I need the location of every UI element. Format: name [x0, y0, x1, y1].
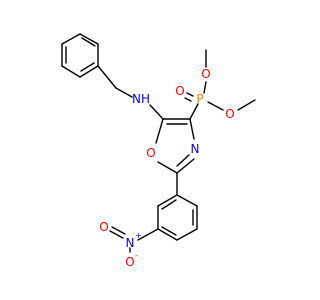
bond — [176, 158, 195, 174]
bond — [157, 194, 178, 207]
atom-o-ring: O — [146, 146, 155, 160]
bond-layer — [61, 33, 256, 253]
bond — [207, 101, 224, 111]
bond — [203, 81, 207, 94]
atom-n-nitro: N — [126, 236, 135, 250]
atom-o-methoxy-upper: O — [201, 67, 210, 81]
molecule-structure: NH N O P O O O N O O + - — [0, 0, 300, 300]
bond — [176, 228, 198, 241]
bond-inner — [80, 62, 95, 72]
bond — [79, 33, 99, 45]
canvas-background — [0, 0, 300, 300]
atom-nh: NH — [132, 92, 150, 106]
bond — [155, 118, 164, 144]
bond — [149, 104, 164, 120]
atom-o-nitro-double: O — [99, 220, 108, 234]
bond-inner — [161, 226, 177, 236]
atom-label-layer: NH N O P O O O N O O + - — [99, 67, 234, 269]
bond — [184, 97, 192, 102]
bond-inner — [81, 37, 96, 47]
bond — [189, 103, 199, 120]
bond — [115, 87, 133, 98]
atom-p: P — [196, 92, 203, 106]
bond — [97, 65, 117, 89]
bond — [186, 92, 194, 97]
bond-inner — [161, 199, 177, 210]
bond — [237, 99, 256, 111]
bond — [157, 161, 178, 174]
atom-o-nitro-anion: O — [125, 255, 134, 269]
charge-minus: - — [135, 251, 138, 260]
bond — [61, 65, 81, 78]
bond — [109, 230, 124, 239]
atom-o-methoxy-right: O — [225, 107, 234, 121]
bond — [61, 33, 81, 45]
bond — [111, 226, 126, 235]
bond — [157, 228, 178, 241]
bond — [189, 118, 195, 140]
bond-inner — [176, 154, 190, 167]
atom-n-ring: N — [191, 142, 200, 156]
bond — [79, 65, 99, 78]
charge-plus: + — [135, 231, 142, 240]
bond — [176, 194, 198, 207]
atom-o-double: O — [175, 84, 184, 98]
bond — [137, 228, 159, 241]
